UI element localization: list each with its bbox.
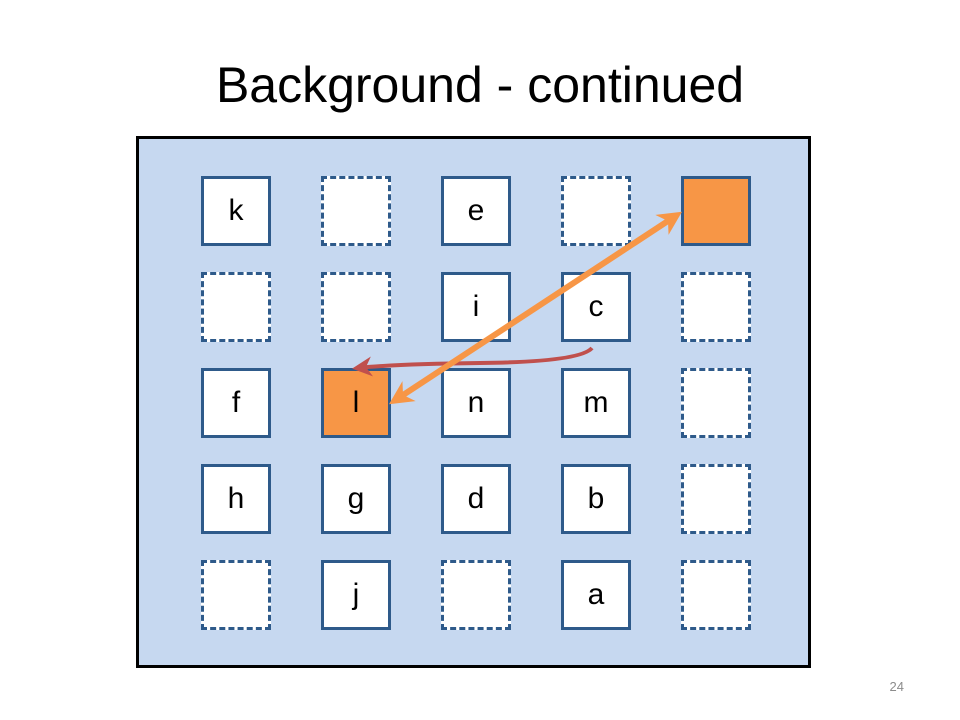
grid-cell-r5c1 (201, 560, 271, 630)
grid-cell-r2c1 (201, 272, 271, 342)
grid-cell-m: m (561, 368, 631, 438)
page-number: 24 (889, 679, 904, 694)
grid-cell-r5c3 (441, 560, 511, 630)
grid-cell-a: a (561, 560, 631, 630)
grid-cell-d: d (441, 464, 511, 534)
grid-cell-r1c4 (561, 176, 631, 246)
grid-cell-r4c5 (681, 464, 751, 534)
grid-cell-r3c5 (681, 368, 751, 438)
grid-cell-r2c2 (321, 272, 391, 342)
grid-cell-j: j (321, 560, 391, 630)
grid-cell-r2c5 (681, 272, 751, 342)
grid-cell-n: n (441, 368, 511, 438)
grid-cell-l: l (321, 368, 391, 438)
grid-cell-r1c2 (321, 176, 391, 246)
grid-cell-b: b (561, 464, 631, 534)
grid-cell-g: g (321, 464, 391, 534)
grid-cell-c: c (561, 272, 631, 342)
grid-cell-r5c5 (681, 560, 751, 630)
slide-title: Background - continued (215, 57, 745, 113)
grid-cell-k: k (201, 176, 271, 246)
grid-cell-e: e (441, 176, 511, 246)
grid-cell-f: f (201, 368, 271, 438)
grid-cell-r1c5 (681, 176, 751, 246)
grid-cell-i: i (441, 272, 511, 342)
grid-cell-h: h (201, 464, 271, 534)
